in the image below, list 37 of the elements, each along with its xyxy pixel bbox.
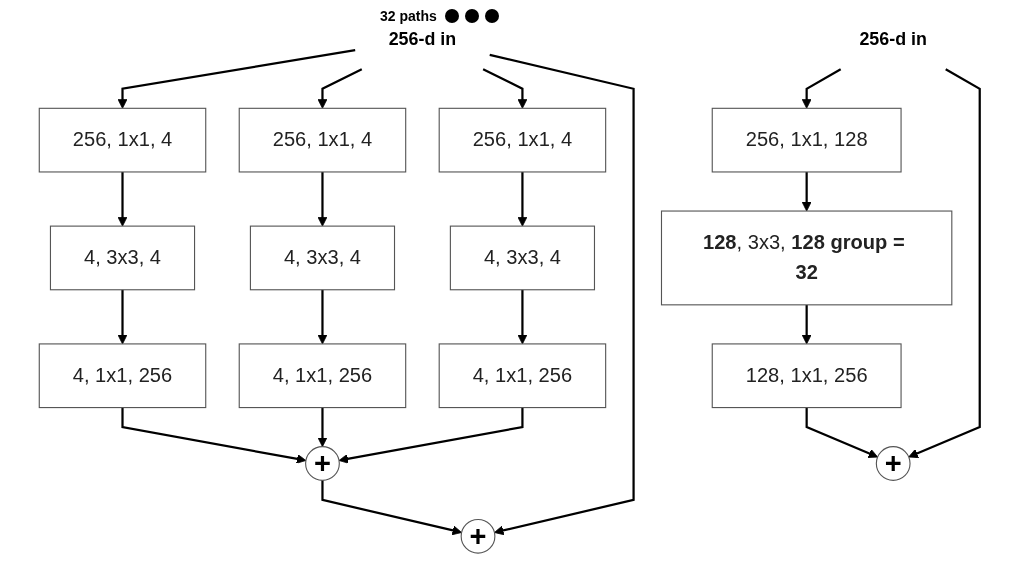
node-box: 4, 3x3, 4: [249, 225, 396, 291]
node-box: 256, 1x1, 4: [438, 107, 607, 173]
arrow: [517, 289, 528, 345]
arrow: [338, 407, 524, 464]
path-count-label: 32 paths: [380, 8, 437, 24]
node-text: 256-d in: [388, 29, 457, 49]
node-box: 256, 1x1, 128: [711, 107, 902, 173]
node-box: 4, 1x1, 256: [38, 343, 207, 409]
arrow: [801, 171, 812, 212]
arrow: [317, 68, 363, 109]
arrow: [801, 68, 842, 109]
arrow: [908, 68, 981, 459]
arrow: [482, 68, 528, 109]
node-box: 128, 3x3, 128 group = 32: [660, 210, 953, 306]
node-box: 4, 3x3, 4: [49, 225, 196, 291]
arrow: [517, 171, 528, 227]
node-box: 128, 1x1, 256: [711, 343, 902, 409]
node-circle: +: [305, 446, 340, 481]
node-box: 4, 1x1, 256: [238, 343, 407, 409]
arrow: [121, 407, 307, 464]
arrow: [317, 407, 328, 448]
node-box: 256, 1x1, 4: [38, 107, 207, 173]
arrow: [317, 289, 328, 345]
node-circle: +: [875, 446, 911, 481]
node-box: 4, 3x3, 4: [449, 225, 596, 291]
node-circle: +: [460, 518, 496, 554]
arrow: [805, 407, 879, 459]
arrow: [321, 480, 463, 536]
arrow: [801, 304, 812, 345]
arrow: [117, 49, 356, 109]
arrow: [117, 289, 128, 345]
arrow: [489, 53, 635, 536]
node-box: 4, 1x1, 256: [438, 343, 607, 409]
node-box: 256, 1x1, 4: [238, 107, 407, 173]
node-text: 256-d in: [859, 29, 927, 49]
arrow: [117, 171, 128, 227]
arrow: [317, 171, 328, 227]
